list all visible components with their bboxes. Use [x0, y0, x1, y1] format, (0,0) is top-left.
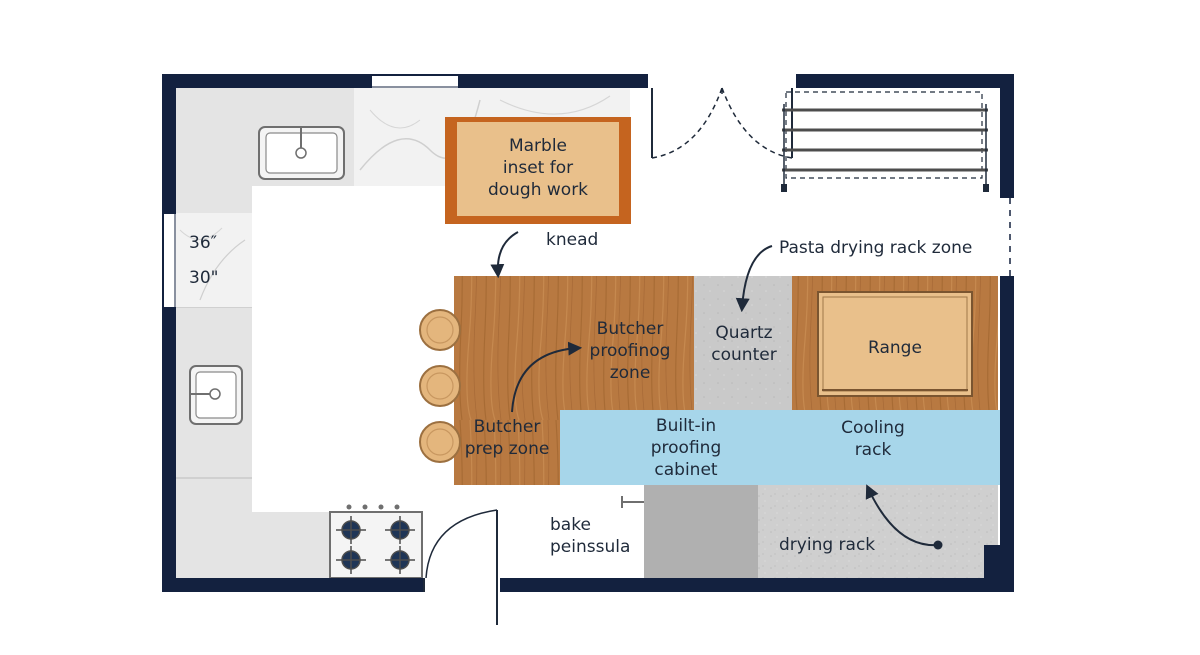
pasta-zone-label: Pasta drying rack zone — [779, 238, 973, 258]
butcher-proofing-label: Butcher proofinog zone — [589, 319, 671, 383]
range-icon — [817, 291, 973, 397]
proofing-cabinet-label: Built-in proofing cabinet — [650, 416, 722, 480]
drying-rack-label: drying rack — [779, 535, 876, 555]
walls — [162, 74, 1014, 592]
stool-icon — [419, 309, 461, 463]
bake-peninsula-label: bake peinssula — [550, 515, 631, 557]
marble-side-panel — [176, 213, 252, 307]
marble-inset-label: Marble inset for dough work — [487, 136, 589, 200]
butcher-prep-block — [454, 276, 560, 485]
quartz-counter-label: Quartz counter — [711, 323, 777, 365]
butcher-prep-label: Butcher prep zone — [464, 417, 550, 459]
cooling-rack-label: Cooling rack — [841, 418, 905, 460]
side-sink-icon — [189, 365, 243, 425]
door-swing-icon — [651, 87, 793, 159]
cooktop-icon — [252, 504, 423, 579]
drying-rack-counter — [758, 485, 998, 578]
butcher-proofing-block — [560, 276, 694, 410]
marble-inset — [445, 117, 631, 224]
curved-arrow-icon — [490, 231, 939, 547]
lower-door-swing-icon — [423, 509, 498, 625]
dimension-30-label: 30" — [189, 268, 219, 288]
drying-rack-icon — [781, 91, 989, 192]
top-sink-icon — [258, 126, 345, 180]
range-label: Range — [868, 338, 922, 358]
knead-label: knead — [546, 230, 599, 250]
proofing-cabinet-block — [560, 410, 1010, 485]
bake-peninsula-grey — [644, 485, 758, 578]
dimension-36-label: 36″ — [189, 233, 217, 253]
